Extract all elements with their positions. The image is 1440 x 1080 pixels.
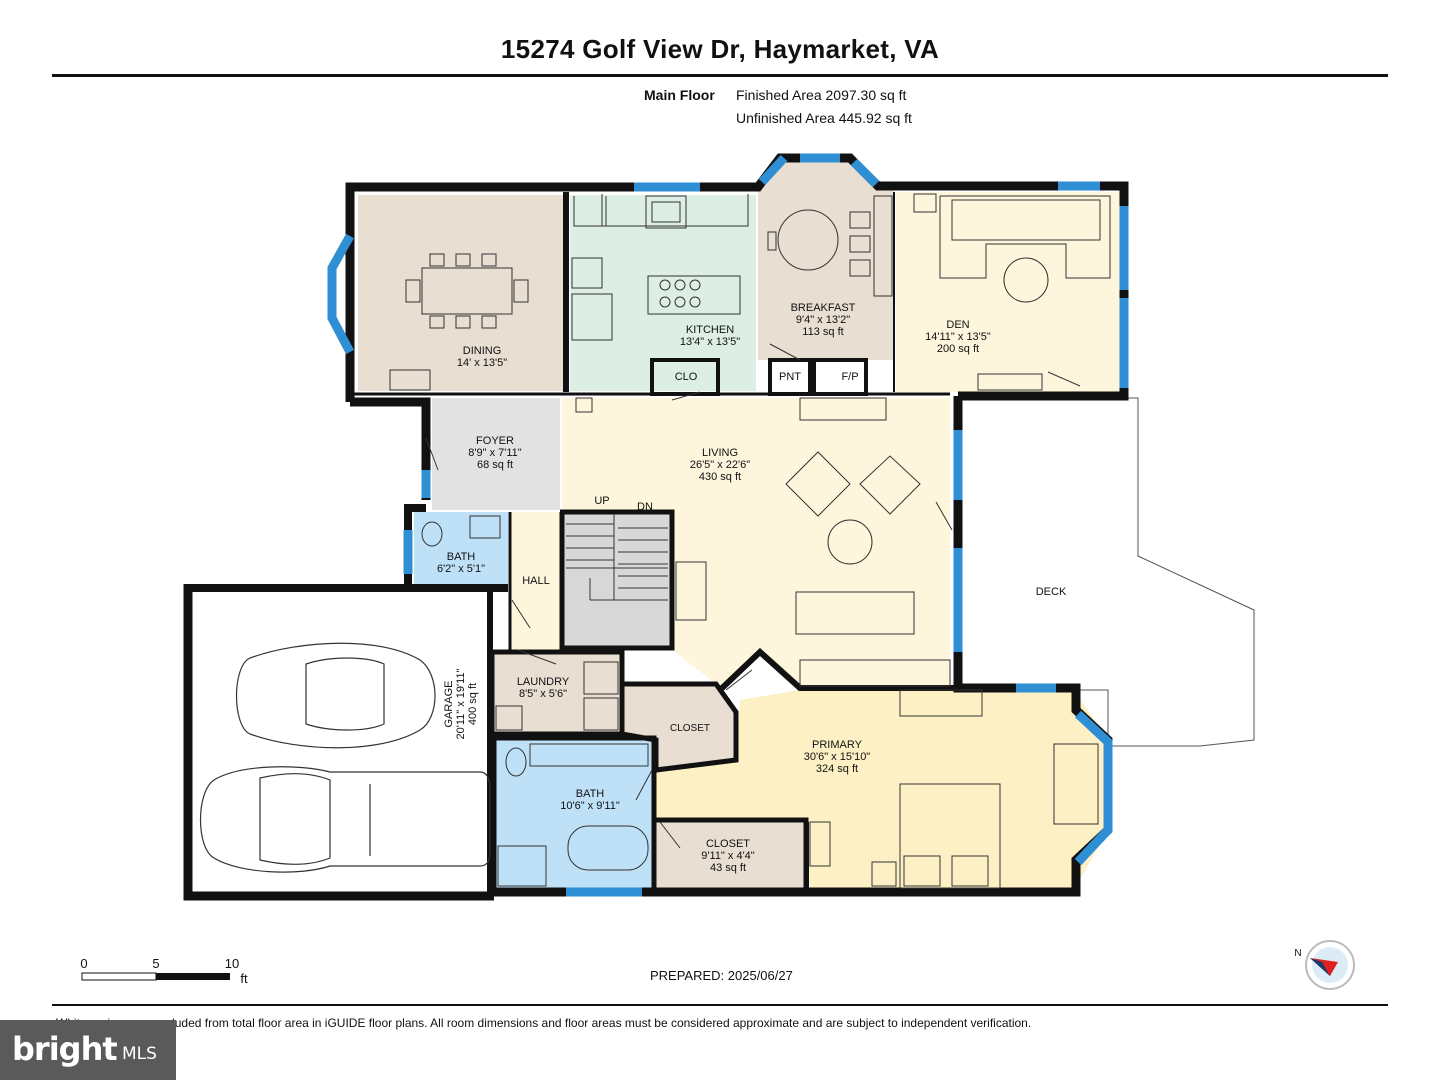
truck-outline bbox=[199, 766, 491, 873]
primary-bath-fill bbox=[496, 740, 652, 888]
kitchen-sink bbox=[645, 195, 687, 229]
living-sofa bbox=[795, 591, 915, 635]
closet-walk-fill bbox=[656, 822, 804, 888]
garage-area: 400 sq ft bbox=[467, 683, 479, 725]
logo-suffix: MLS bbox=[122, 1044, 157, 1064]
dining-dims: 14' x 13'5" bbox=[457, 357, 507, 369]
garage-wall bbox=[183, 584, 494, 901]
closet-walk-dims: 9'11" x 4'4" bbox=[701, 850, 754, 862]
living-chairs bbox=[785, 451, 921, 517]
pnt-box bbox=[768, 358, 812, 396]
primary-label: PRIMARY bbox=[812, 739, 863, 751]
half-bath-dims: 6'2" x 5'1" bbox=[437, 563, 485, 575]
kitchen-dims: 13'4" x 13'5" bbox=[680, 336, 740, 348]
fixtures bbox=[389, 193, 1111, 889]
den-fill bbox=[896, 192, 1122, 392]
living-area: 430 sq ft bbox=[699, 471, 741, 483]
dining-label: DINING bbox=[463, 345, 502, 357]
fp-label: F/P bbox=[841, 371, 858, 383]
stairs-up-label: UP bbox=[594, 495, 609, 507]
hall-fill bbox=[510, 512, 564, 652]
foyer-fill bbox=[432, 398, 560, 510]
den-area: 200 sq ft bbox=[937, 343, 979, 355]
dining-bay-window bbox=[327, 233, 354, 355]
dining-table bbox=[421, 267, 513, 315]
clo-box bbox=[650, 358, 720, 396]
room-labels: DINING 14' x 13'5" KITCHEN 13'4" x 13'5"… bbox=[437, 302, 1067, 874]
den-dims: 14'11" x 13'5" bbox=[925, 331, 991, 343]
clo-label: CLO bbox=[675, 371, 698, 383]
tub bbox=[567, 825, 649, 871]
garage-dims: 20'11" x 19'11" bbox=[455, 668, 467, 739]
logo-brand: bright bbox=[12, 1030, 118, 1068]
car-outline bbox=[235, 642, 436, 749]
closet-walk-wall bbox=[651, 817, 809, 893]
breakfast-area: 113 sq ft bbox=[802, 326, 843, 338]
living-label: LIVING bbox=[702, 447, 738, 459]
primary-area: 324 sq ft bbox=[816, 763, 858, 775]
closet-small-label: CLOSET bbox=[670, 723, 710, 734]
footer-rule bbox=[52, 1004, 1388, 1006]
floor-label: Main Floor bbox=[644, 87, 715, 103]
den-sectional bbox=[939, 195, 1111, 279]
windows bbox=[327, 153, 1129, 897]
kitchen-label: KITCHEN bbox=[686, 324, 734, 336]
dining-fill bbox=[358, 195, 566, 391]
scale-tick-5: 5 bbox=[152, 956, 159, 971]
laundry-label: LAUNDRY bbox=[517, 676, 570, 688]
den-label: DEN bbox=[946, 319, 969, 331]
breakfast-label: BREAKFAST bbox=[791, 302, 856, 314]
compass-label: N bbox=[1294, 948, 1301, 959]
page-title: 15274 Golf View Dr, Haymarket, VA bbox=[500, 34, 940, 64]
primary-bed bbox=[899, 783, 1001, 889]
kitchen-island bbox=[647, 275, 741, 315]
foyer-dims: 8'9" x 7'11" bbox=[468, 447, 521, 459]
living-fill bbox=[562, 398, 950, 690]
fp-box bbox=[812, 358, 868, 396]
prepared-date: PREPARED: 2025/06/27 bbox=[650, 968, 793, 983]
stairs-dn-label: DN bbox=[637, 501, 653, 513]
compass-icon: N bbox=[1294, 940, 1355, 990]
scale-tick-10: 10 bbox=[225, 956, 239, 971]
doors bbox=[425, 343, 1081, 849]
disclaimer-text: White regions are excluded from total fl… bbox=[56, 1016, 1032, 1030]
stairs-fill bbox=[564, 514, 670, 648]
scale-bar: 0 5 10 ft bbox=[80, 956, 248, 986]
pnt-label: PNT bbox=[779, 371, 801, 383]
garage-cars bbox=[199, 642, 491, 873]
half-bath-fill bbox=[414, 512, 508, 588]
primary-bath-dims: 10'6" x 9'11" bbox=[560, 800, 620, 812]
center-wall bbox=[717, 647, 1076, 693]
hall-label: HALL bbox=[522, 575, 550, 587]
bright-mls-logo: bright MLS bbox=[0, 1020, 176, 1080]
stairs-wall bbox=[559, 509, 675, 651]
left-entry-wall bbox=[350, 397, 431, 500]
closet-walk-area: 43 sq ft bbox=[710, 862, 746, 874]
stair-treads bbox=[566, 514, 668, 601]
deck-label: DECK bbox=[1036, 586, 1067, 598]
unfinished-area: Unfinished Area 445.92 sq ft bbox=[736, 110, 912, 126]
closet-small-fill bbox=[624, 684, 734, 770]
primary-fill bbox=[656, 690, 1108, 890]
scale-unit: ft bbox=[240, 971, 248, 986]
breakfast-table bbox=[777, 209, 839, 271]
primary-bath-label: BATH bbox=[576, 788, 605, 800]
foyer-area: 68 sq ft bbox=[477, 459, 513, 471]
primary-dims: 30'6" x 15'10" bbox=[804, 751, 871, 763]
garage-label: GARAGE bbox=[443, 680, 455, 727]
closet-walk-label: CLOSET bbox=[706, 838, 750, 850]
scale-tick-0: 0 bbox=[80, 956, 87, 971]
laundry-dims: 8'5" x 5'6" bbox=[519, 688, 567, 700]
header-rule bbox=[52, 74, 1388, 77]
half-bath-label: BATH bbox=[447, 551, 476, 563]
finished-area: Finished Area 2097.30 sq ft bbox=[736, 87, 907, 103]
breakfast-dims: 9'4" x 13'2" bbox=[796, 314, 850, 326]
living-dims: 26'5" x 22'6" bbox=[690, 459, 750, 471]
foyer-label: FOYER bbox=[476, 435, 514, 447]
living-coffee-table bbox=[827, 519, 873, 565]
